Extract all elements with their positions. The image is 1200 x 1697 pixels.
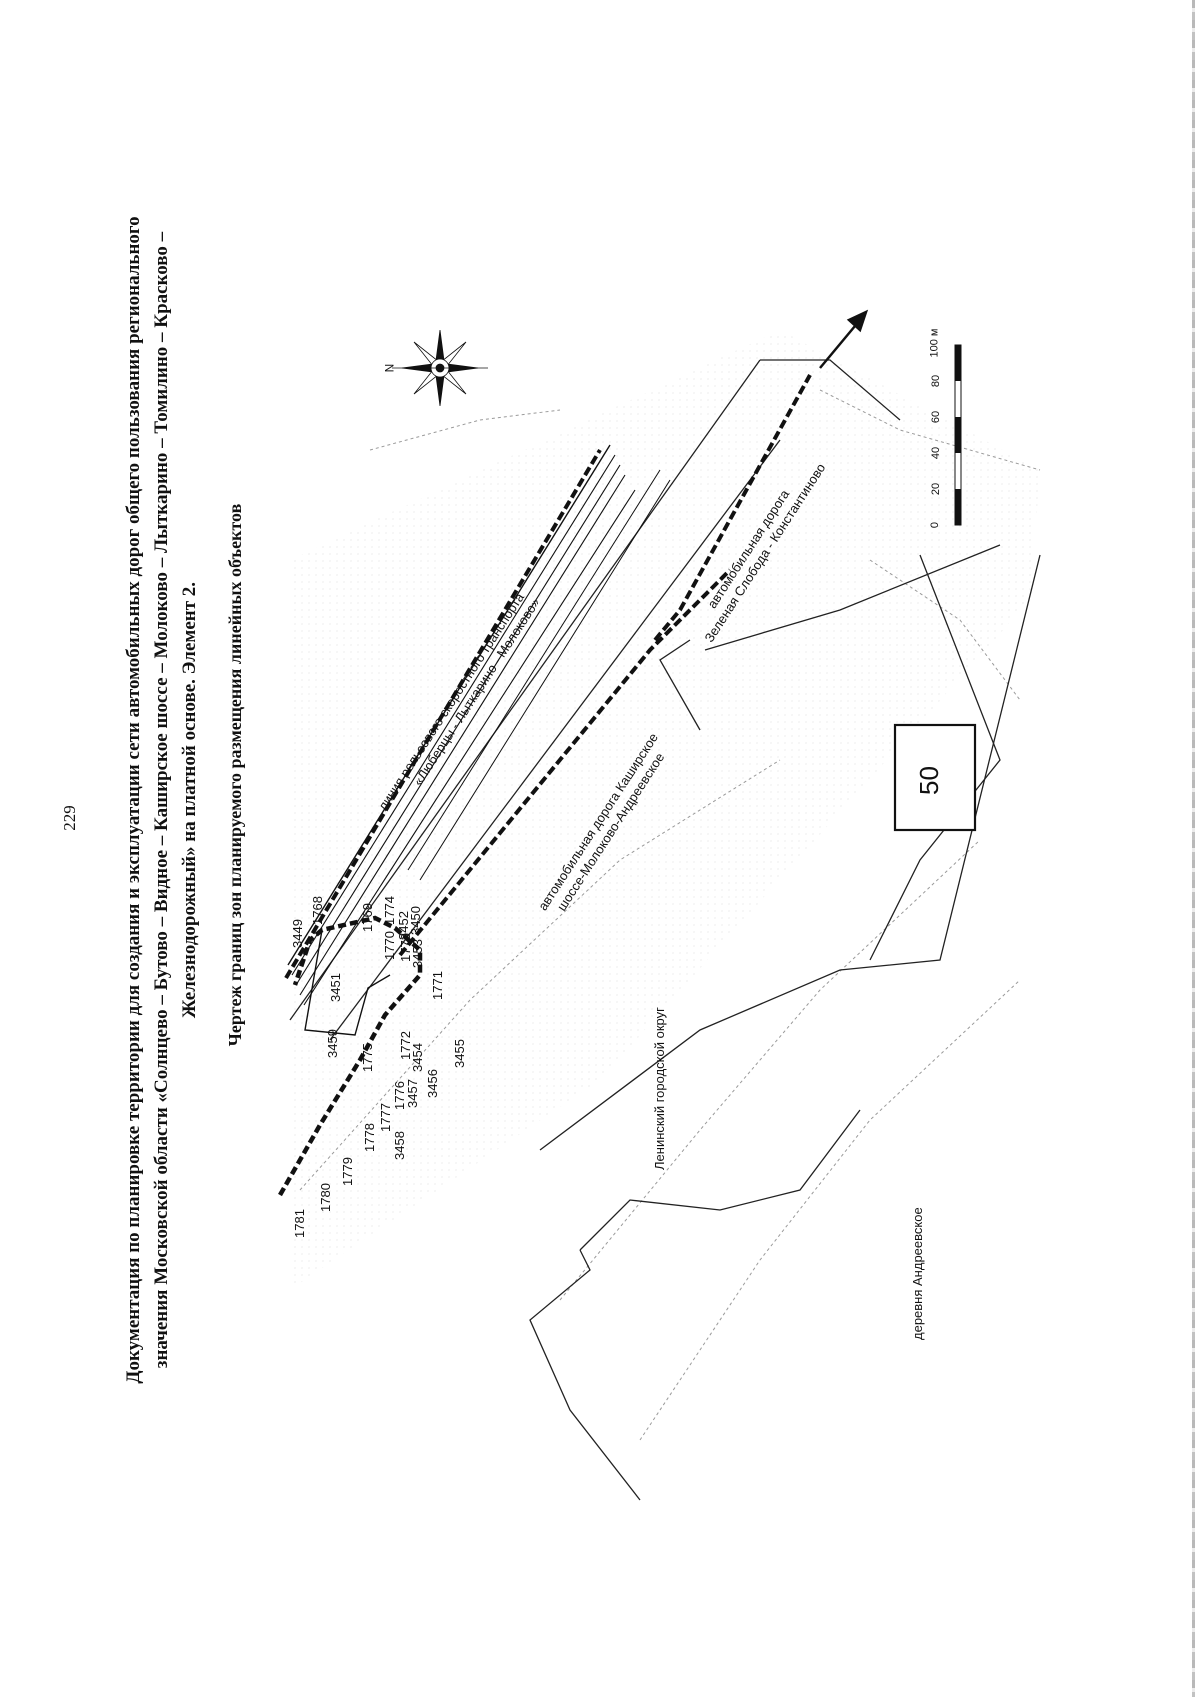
scale-label-100: 100 м xyxy=(928,328,941,358)
north-label: N xyxy=(382,363,397,373)
point-label: 3456 xyxy=(425,1069,440,1098)
village-label: деревня Андреевское xyxy=(910,1207,925,1340)
point-label: 1769 xyxy=(360,903,375,932)
point-label: 3453 xyxy=(410,939,425,968)
compass-rose-icon xyxy=(392,329,488,407)
scale-label-80: 80 xyxy=(930,374,943,388)
point-label: 1778 xyxy=(362,1123,377,1152)
scale-label-60: 60 xyxy=(930,410,943,424)
sheet-number-box xyxy=(893,723,977,832)
sheet-number: 50 xyxy=(913,766,944,795)
point-label: 1770 xyxy=(382,931,397,960)
point-label: 3458 xyxy=(392,1131,407,1160)
point-label: 1771 xyxy=(430,971,445,1000)
planned-zone-inner xyxy=(304,929,391,1036)
road-continuation-arrow xyxy=(819,309,869,369)
scale-bar-icon xyxy=(954,344,962,526)
point-label: 1781 xyxy=(292,1209,307,1238)
survey-area xyxy=(290,330,1040,1290)
point-label: 3457 xyxy=(405,1079,420,1108)
point-label: 3449 xyxy=(290,919,305,948)
point-label: 3455 xyxy=(452,1039,467,1068)
point-label: 3451 xyxy=(328,973,343,1002)
point-label: 1779 xyxy=(340,1157,355,1186)
faint-contour-lines xyxy=(299,389,1041,1441)
railway-zone-dashed xyxy=(284,448,602,980)
point-label: 3452 xyxy=(396,911,411,940)
scale-label-40: 40 xyxy=(930,446,943,460)
point-label: 1774 xyxy=(382,896,397,925)
point-label: 3459 xyxy=(325,1029,340,1058)
scale-label-0: 0 xyxy=(929,521,942,529)
point-label: 1777 xyxy=(378,1103,393,1132)
scan-edge xyxy=(1192,0,1195,1697)
point-label: 1775 xyxy=(360,1043,375,1072)
point-label: 1768 xyxy=(310,896,325,925)
kashira-road-zone xyxy=(398,568,732,957)
point-label: 1780 xyxy=(318,1183,333,1212)
scale-label-20: 20 xyxy=(930,482,943,496)
planned-zone-boundary xyxy=(278,915,423,1197)
district-label: Ленинский городской округ xyxy=(652,1007,667,1170)
zelenaya-road-zone xyxy=(653,374,812,642)
point-label: 3454 xyxy=(410,1043,425,1072)
